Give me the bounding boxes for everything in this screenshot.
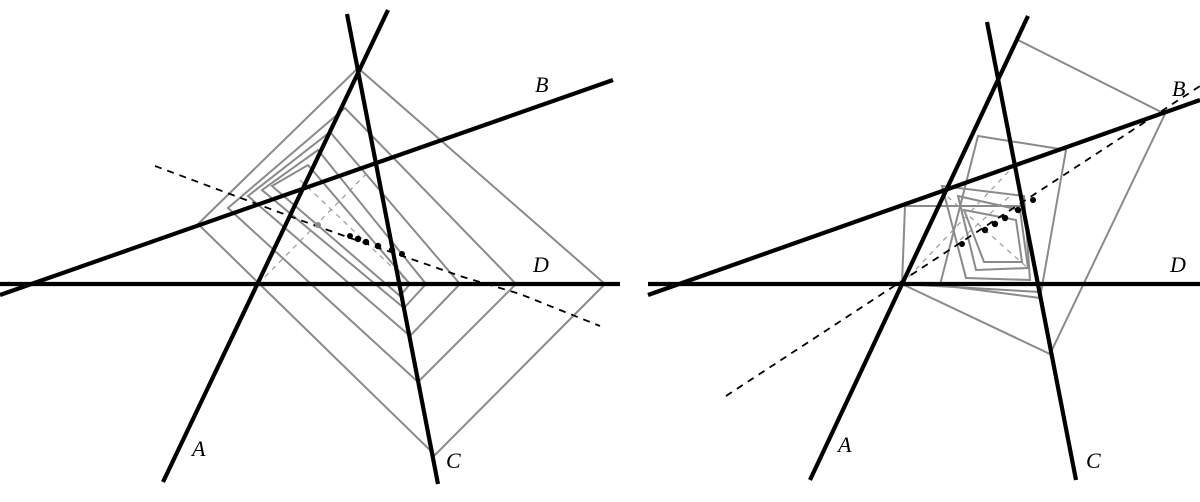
right-label-B: B [1172, 76, 1185, 101]
right-line-A [808, 15, 1030, 481]
left-square-1 [196, 66, 607, 457]
left-dashed-curve [154, 165, 601, 327]
right-line-B [647, 98, 1200, 297]
left-dot-7 [399, 251, 405, 257]
right-lines [647, 15, 1200, 481]
left-line-C [344, 13, 441, 485]
left-line-A [161, 9, 390, 483]
left-dot-4 [362, 238, 370, 246]
left-panel: A B C D [0, 9, 620, 485]
right-dot-5 [1014, 206, 1022, 214]
right-label-C: C [1086, 448, 1101, 473]
right-guide-1 [901, 169, 1011, 285]
right-dot-6 [1030, 197, 1036, 203]
left-dot-5 [374, 242, 382, 250]
right-panel: A B C D [647, 15, 1200, 481]
right-poly-4 [940, 184, 1032, 282]
left-dot-1 [315, 222, 321, 228]
right-label-D: D [1169, 252, 1186, 277]
right-dot-1 [959, 241, 965, 247]
left-dot-3 [354, 235, 362, 243]
right-guide-3 [959, 195, 1011, 241]
right-dots [959, 197, 1036, 247]
right-label-A: A [836, 432, 852, 457]
left-dots [315, 222, 405, 257]
left-label-A: A [190, 436, 206, 461]
left-lines [0, 9, 620, 485]
right-dashed-line [725, 85, 1200, 397]
left-label-B: B [535, 72, 548, 97]
right-dot-2 [981, 226, 989, 234]
left-dot-2 [347, 233, 353, 239]
right-dot-3 [991, 220, 999, 228]
left-guide-1 [257, 169, 371, 285]
left-label-C: C [446, 448, 461, 473]
left-label-D: D [532, 252, 549, 277]
left-guides [257, 169, 411, 285]
right-dot-4 [1001, 214, 1009, 222]
right-line-C [984, 21, 1079, 481]
left-line-B [0, 78, 614, 297]
